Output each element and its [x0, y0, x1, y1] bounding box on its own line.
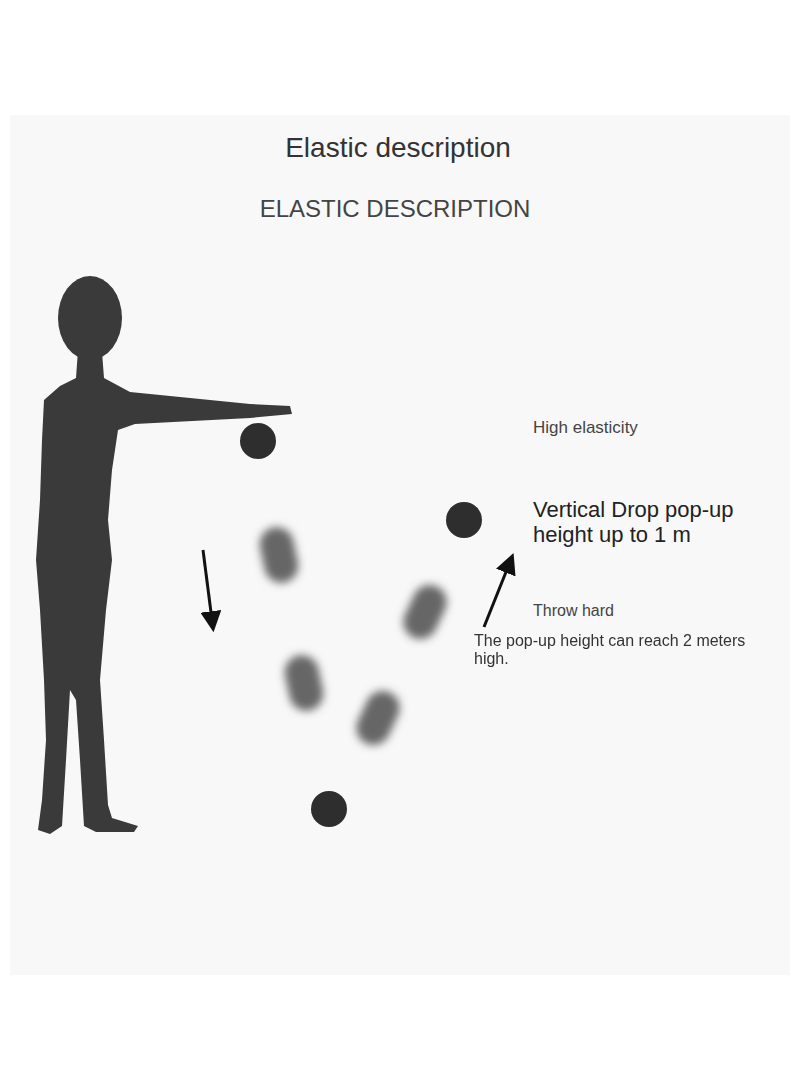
person-silhouette [36, 276, 292, 834]
note: High elasticity [533, 418, 783, 438]
title: Elastic description [0, 132, 796, 164]
note: The pop-up height can reach 2 meters hig… [474, 632, 764, 669]
panel [10, 115, 790, 975]
note: Vertical Drop pop-up height up to 1 m [533, 497, 788, 548]
subtitle: ELASTIC DESCRIPTION [0, 195, 790, 223]
motion-blur-ball [257, 524, 453, 750]
up-arrow [484, 557, 512, 627]
down-arrow [203, 550, 213, 628]
ball [240, 423, 482, 827]
note: Throw hard [533, 602, 783, 620]
